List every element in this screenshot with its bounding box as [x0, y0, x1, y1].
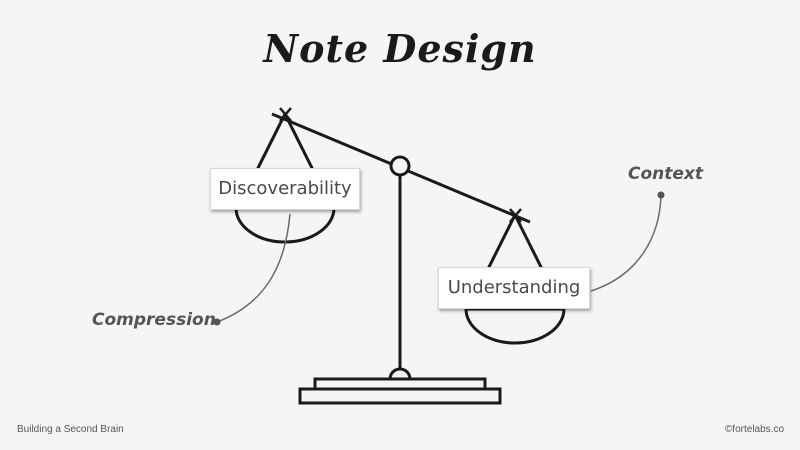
compression-annotation: Compression [92, 310, 216, 330]
left-pan-bowl [234, 206, 336, 244]
right-pan-bowl [464, 307, 566, 345]
scale-pivot [389, 155, 411, 177]
scale-base-bottom [298, 387, 502, 405]
footer-copyright: ©fortelabs.co [724, 424, 784, 435]
understanding-label: Understanding [438, 267, 590, 309]
slide-title: Note Design [263, 26, 537, 71]
discoverability-label: Discoverability [210, 168, 360, 210]
compression-dot [213, 318, 221, 326]
context-annotation: Context [628, 164, 704, 184]
compression-connector [216, 213, 291, 323]
context-dot [657, 191, 665, 199]
footer-course-name: Building a Second Brain [17, 424, 124, 435]
scale-base-top [313, 377, 487, 391]
context-connector [590, 194, 662, 292]
